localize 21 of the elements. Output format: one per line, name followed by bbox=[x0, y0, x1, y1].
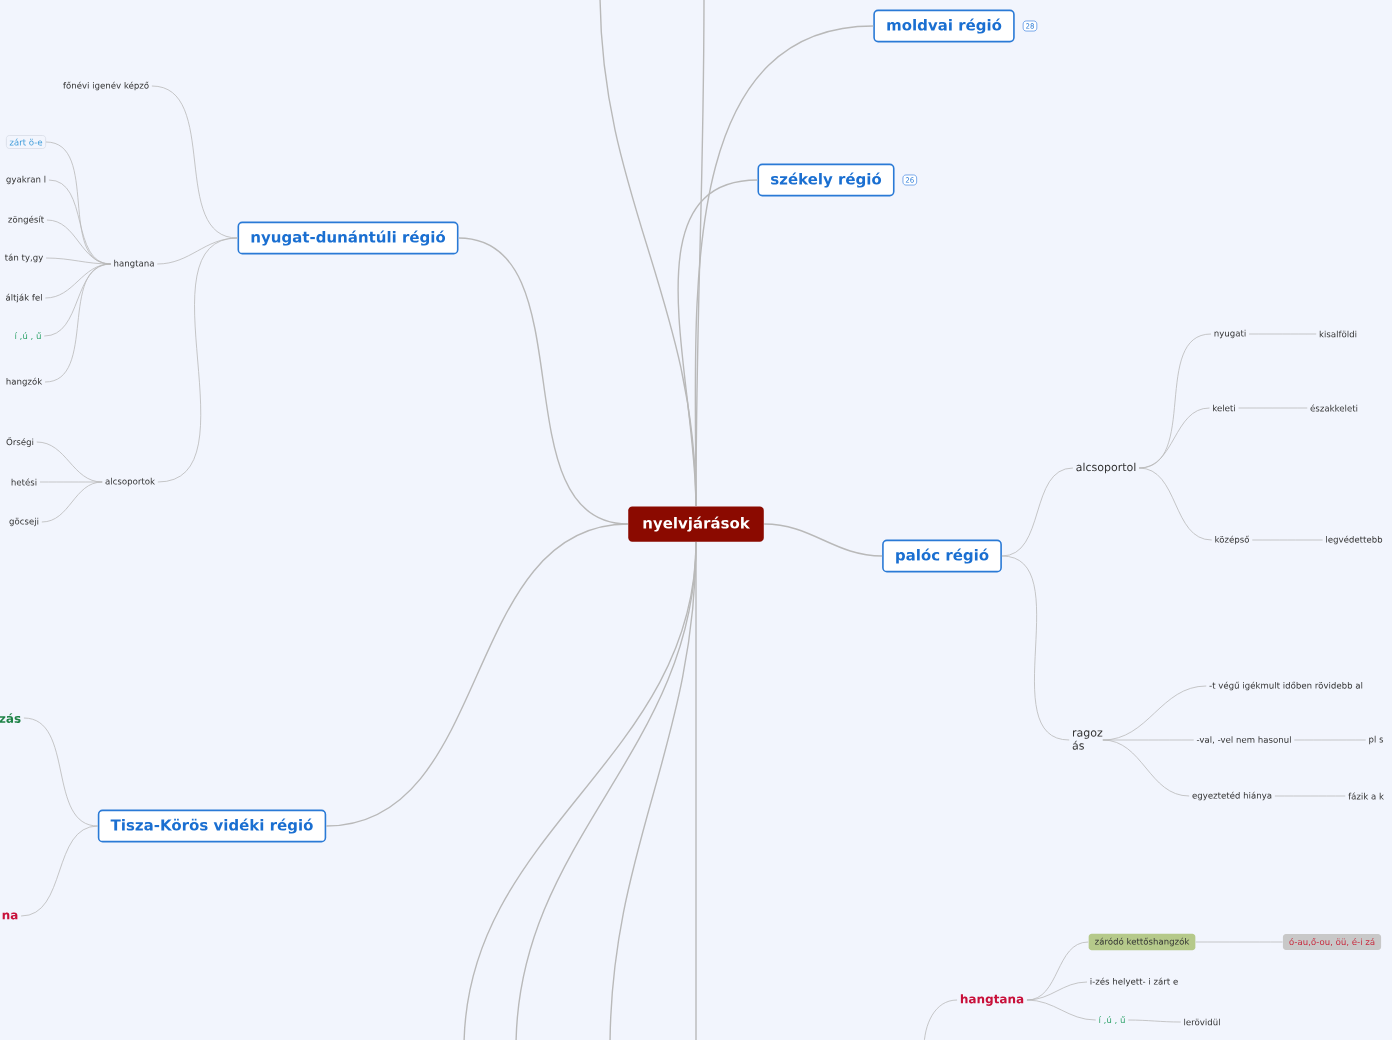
connector-line bbox=[20, 825, 99, 917]
connector-line bbox=[1138, 407, 1210, 469]
connector-line bbox=[1026, 999, 1097, 1021]
connector-line bbox=[45, 257, 112, 265]
connector-line bbox=[1127, 1019, 1182, 1023]
connector-line bbox=[1026, 981, 1088, 1001]
connector-line bbox=[1001, 555, 1070, 741]
connector-line bbox=[151, 85, 238, 239]
connector-line bbox=[1138, 467, 1213, 541]
connector-line bbox=[695, 541, 697, 1040]
connector-line bbox=[44, 263, 112, 383]
connector-line bbox=[41, 481, 103, 523]
connector-line bbox=[23, 717, 99, 827]
connector-line bbox=[457, 237, 629, 525]
connector-line bbox=[1102, 739, 1190, 797]
connector-line bbox=[157, 237, 238, 483]
connector-line bbox=[1001, 467, 1074, 557]
connector-line bbox=[695, 0, 705, 507]
connector-line bbox=[325, 523, 629, 827]
connector-line bbox=[923, 999, 958, 1040]
connector-line bbox=[763, 523, 883, 557]
